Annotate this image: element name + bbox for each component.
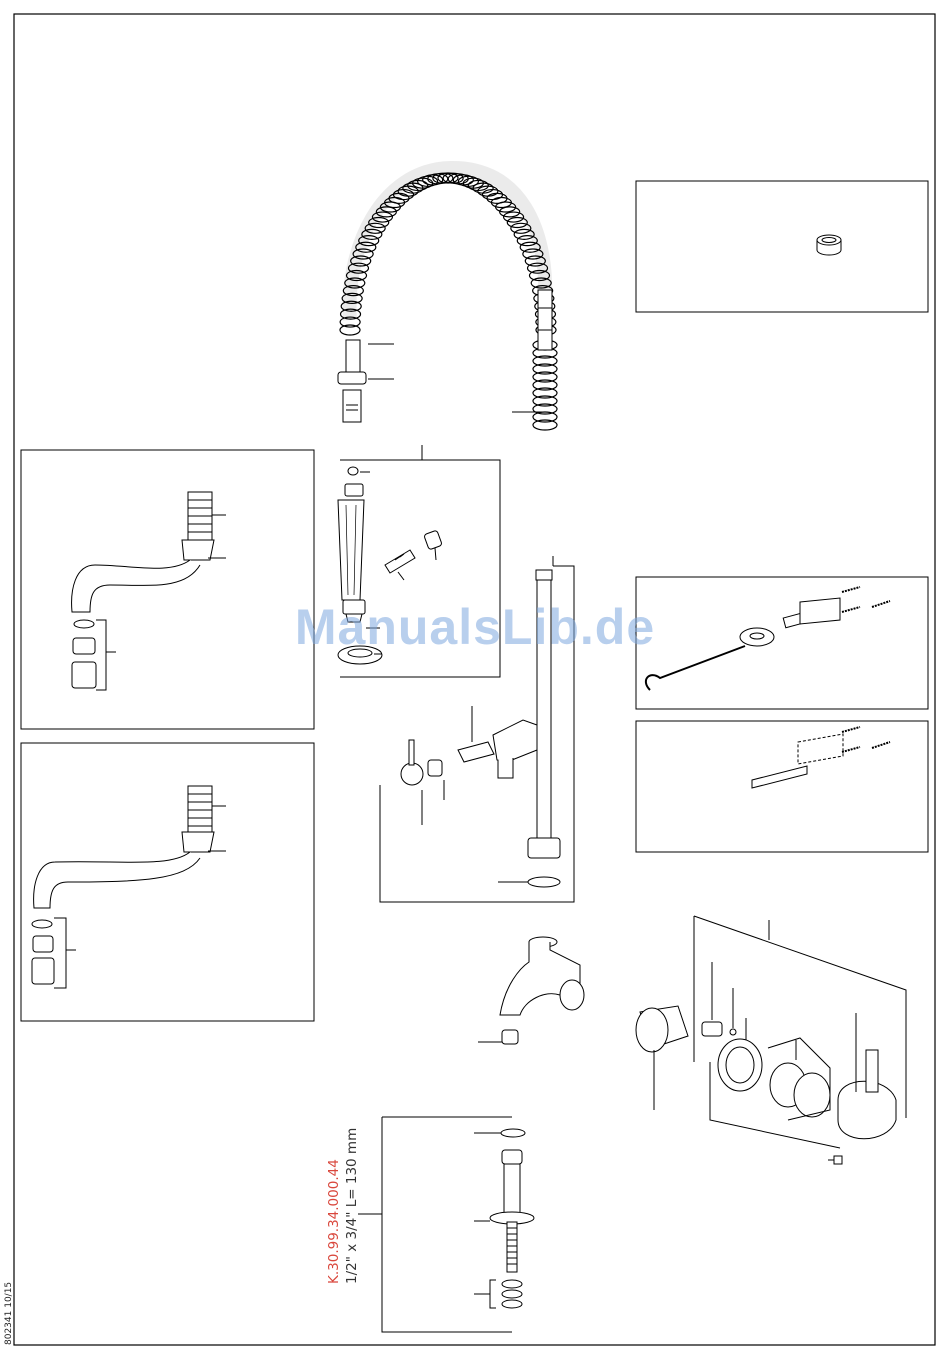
ring-box bbox=[636, 181, 928, 312]
hose-coil bbox=[511, 223, 531, 233]
kit-code: K.30.99.34.000.44 bbox=[326, 1159, 342, 1284]
hook-holder-box bbox=[636, 577, 928, 709]
wall-connector-icon bbox=[478, 937, 584, 1044]
swivel-spout-long-icon bbox=[32, 786, 226, 988]
doc-number: 802341 10/15 bbox=[4, 1282, 14, 1345]
mixer-cartridge-icon bbox=[636, 962, 896, 1164]
watermark-text: ManualsLib.de bbox=[290, 598, 660, 656]
connector-kit-icon bbox=[474, 1129, 534, 1308]
kit-spec: 1/2" x 3/4" L= 130 mm bbox=[344, 1128, 360, 1284]
kit-box bbox=[382, 1117, 512, 1332]
wall-bracket-icon bbox=[752, 727, 890, 788]
hose-coil bbox=[507, 218, 527, 228]
hook-holder-icon bbox=[646, 587, 890, 690]
spring-hose-icon bbox=[338, 168, 557, 430]
page-frame bbox=[14, 14, 935, 1345]
valve-body-icon bbox=[401, 706, 537, 825]
swivel-spout-short-icon bbox=[72, 492, 226, 690]
ring-icon bbox=[817, 235, 841, 255]
wall-bracket-box bbox=[636, 721, 928, 852]
short-spout-box bbox=[21, 450, 314, 729]
